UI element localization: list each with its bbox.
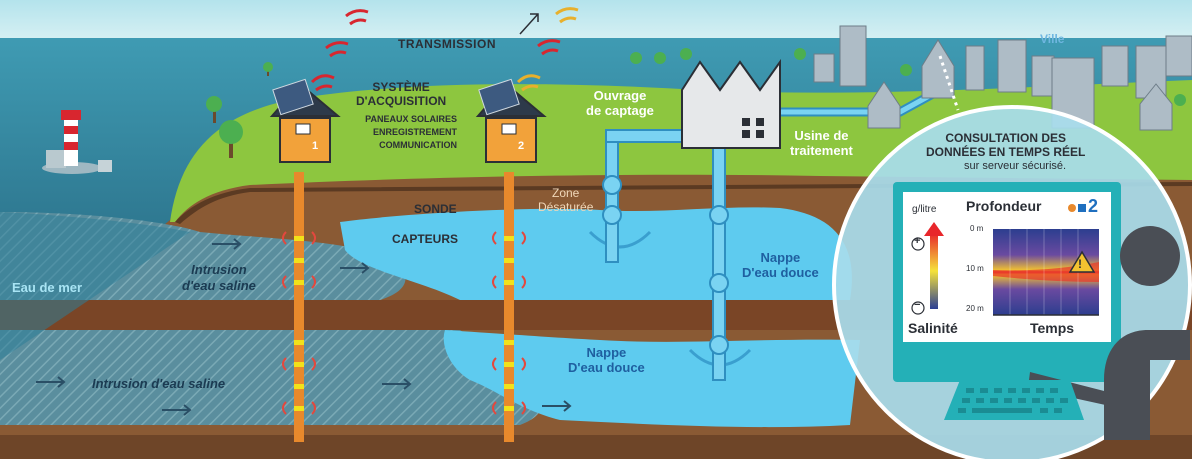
sea-label: Eau de mer [12, 280, 83, 295]
screen-warning-mark: ! [1078, 257, 1082, 271]
lighthouse [42, 110, 112, 174]
screen-salinity-label: Salinité [908, 320, 958, 336]
nappe-upper-label: Nappe D'eau douce [742, 250, 819, 280]
probe-2 [504, 172, 514, 442]
station-2-number: 2 [518, 140, 525, 152]
treatment-plant [681, 58, 781, 149]
acquisition-item-recording: ENREGISTREMENT [372, 127, 457, 137]
transmission-label: TRANSMISSION [398, 37, 497, 51]
screen-title: Profondeur [966, 198, 1042, 214]
screen-plus: + [914, 235, 921, 247]
screen-tick-20: 20 m [966, 304, 984, 313]
ouvrage-label: Ouvrage de captage [586, 88, 654, 118]
sonde-label: SONDE [414, 202, 457, 216]
screen-well-number: 2 [1088, 196, 1099, 216]
screen-tick-0: 0 m [970, 224, 984, 233]
sensor-signals [282, 231, 526, 415]
aquifer-lower [443, 330, 860, 428]
acquisition-item-communication: COMMUNICATION [379, 140, 457, 150]
monitoring-panel [832, 105, 1192, 459]
flow-arrows [36, 238, 572, 416]
sky [0, 0, 1192, 40]
acquisition-title: SYSTÈME D'ACQUISITION [356, 80, 447, 108]
wifi-signals [310, 7, 579, 92]
grass [170, 80, 1192, 222]
screen-time-label: Temps [1030, 320, 1075, 336]
zone-label: Zone Désaturée [538, 186, 594, 214]
ville-label: Ville [1040, 32, 1065, 46]
consult-title: CONSULTATION DES DONNÉES EN TEMPS RÉEL [926, 131, 1086, 159]
screen-tick-10: 10 m [966, 264, 984, 273]
intrusion-lower-label: Intrusion d'eau saline [92, 376, 226, 391]
sea-water [0, 212, 190, 360]
nappe-lower-label: Nappe D'eau douce [568, 345, 645, 375]
saline-intrusion-lower [0, 330, 542, 425]
screen-unit: g/litre [912, 204, 937, 215]
probe-1 [294, 172, 304, 442]
station-1 [269, 78, 341, 163]
usine-label: Usine de traitement [790, 128, 853, 158]
screen-minus: − [914, 299, 921, 311]
consult-subtitle: sur serveur sécurisé. [964, 160, 1067, 172]
capteurs-label: CAPTEURS [392, 232, 459, 246]
station-2 [475, 78, 547, 163]
acquisition-item-solar: PANEAUX SOLAIRES [365, 114, 457, 124]
station-1-number: 1 [312, 140, 319, 152]
intrusion-upper-label: Intrusion d'eau saline [182, 262, 256, 293]
